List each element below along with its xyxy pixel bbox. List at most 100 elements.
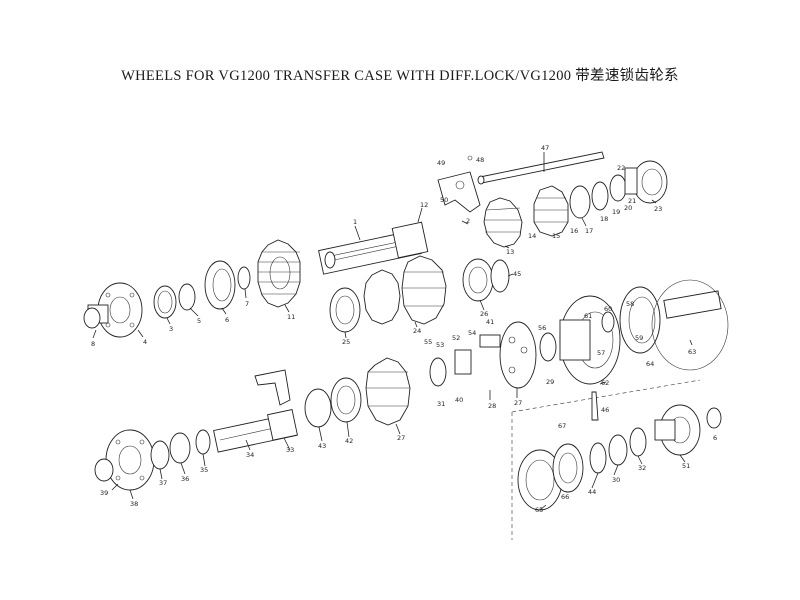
label-34: 34: [246, 451, 254, 459]
diff-carrier-27: [499, 321, 537, 389]
label-5: 5: [197, 317, 201, 325]
lower-shaft-assembly: [94, 357, 411, 491]
ring-56: [539, 332, 557, 362]
output-shaft-63: [651, 279, 729, 371]
leader-lines: [92, 152, 693, 511]
label-53: 53: [436, 341, 444, 349]
gear-40: [454, 349, 472, 375]
bolt-60: [601, 311, 615, 333]
ring-31: [429, 357, 447, 387]
label-66: 66: [561, 493, 569, 501]
label-57: 57: [597, 349, 605, 357]
label-38: 38: [130, 500, 138, 508]
label-52: 52: [452, 334, 460, 342]
shift-rail-47: [477, 151, 605, 185]
ring-gear-64: [619, 286, 661, 354]
label-20: 20: [624, 204, 632, 212]
label-45: 45: [513, 270, 521, 278]
bearing-42: [330, 377, 362, 423]
label-29: 29: [546, 378, 554, 386]
label-59: 59: [635, 334, 643, 342]
label-6: 6: [225, 316, 229, 324]
label-31: 31: [437, 400, 445, 408]
ring-19: [609, 174, 627, 202]
label-6-lower: 6: [713, 434, 717, 442]
gear-11: [257, 239, 301, 308]
label-7: 7: [245, 300, 249, 308]
nut-6: [706, 407, 722, 429]
label-12: 12: [420, 201, 428, 209]
label-30: 30: [612, 476, 620, 484]
label-49: 49: [437, 159, 445, 167]
gear-66: [552, 443, 584, 493]
label-8: 8: [91, 340, 95, 348]
label-60: 60: [604, 305, 612, 313]
label-13: 13: [506, 248, 514, 256]
ring-44: [589, 442, 607, 474]
label-16: 16: [570, 227, 578, 235]
upper-shaft-assembly: [83, 151, 668, 338]
label-55: 55: [424, 338, 432, 346]
label-11: 11: [287, 313, 295, 321]
ring-16: [569, 185, 591, 219]
gear-27-lower: [365, 357, 411, 426]
lower-right-assembly: [511, 379, 722, 540]
flange-upper-left: [83, 282, 143, 338]
label-23: 23: [654, 205, 662, 213]
label-26: 26: [480, 310, 488, 318]
label-64: 64: [646, 360, 654, 368]
dashed-outline: [511, 379, 701, 540]
gear-15: [533, 185, 569, 237]
label-63: 63: [688, 348, 696, 356]
label-14: 14: [528, 232, 536, 240]
label-65: 65: [535, 506, 543, 514]
label-41: 41: [486, 318, 494, 326]
label-54: 54: [468, 329, 476, 337]
bearing-43: [304, 388, 332, 428]
label-51: 51: [682, 462, 690, 470]
label-47: 47: [541, 144, 549, 152]
label-1: 1: [353, 218, 357, 226]
gear-cluster-24: [363, 255, 447, 325]
page-title: WHEELS FOR VG1200 TRANSFER CASE WITH DIF…: [121, 68, 679, 84]
label-50: 50: [440, 196, 448, 204]
label-2: 2: [466, 217, 470, 225]
label-61: 61: [584, 312, 592, 320]
label-40: 40: [455, 396, 463, 404]
label-25: 25: [342, 338, 350, 346]
label-37: 37: [159, 479, 167, 487]
gear-13: [483, 197, 523, 248]
label-58: 58: [626, 300, 634, 308]
ring-18: [591, 181, 609, 211]
label-22: 22: [617, 164, 625, 172]
label-28: 28: [488, 402, 496, 410]
snap-ring-5: [178, 283, 196, 311]
coupling-33: [267, 409, 298, 441]
pinion-52: [479, 334, 501, 348]
label-56: 56: [538, 324, 546, 332]
washer-7: [237, 266, 251, 290]
label-48: 48: [476, 156, 484, 164]
label-67: 67: [558, 422, 566, 430]
ring-32: [629, 427, 647, 457]
part-labels: 8 4 3 5 6 7 11 1 12 2 13 14 15 16 17 18 …: [91, 144, 717, 514]
bearing-housing-23: [624, 160, 668, 204]
label-27-lower: 27: [397, 434, 405, 442]
snap-ring-35: [195, 429, 211, 455]
label-18: 18: [600, 215, 608, 223]
label-42: 42: [345, 437, 353, 445]
label-17: 17: [585, 227, 593, 235]
label-3: 3: [169, 325, 173, 333]
ring-45: [490, 259, 510, 293]
bearing-30: [608, 434, 628, 466]
label-44: 44: [588, 488, 596, 496]
label-62: 62: [601, 379, 609, 387]
label-4: 4: [143, 338, 147, 346]
label-33: 33: [286, 446, 294, 454]
label-36: 36: [181, 475, 189, 483]
label-19: 19: [612, 208, 620, 216]
label-43: 43: [318, 442, 326, 450]
label-32: 32: [638, 464, 646, 472]
seal-ring-3: [153, 285, 177, 319]
